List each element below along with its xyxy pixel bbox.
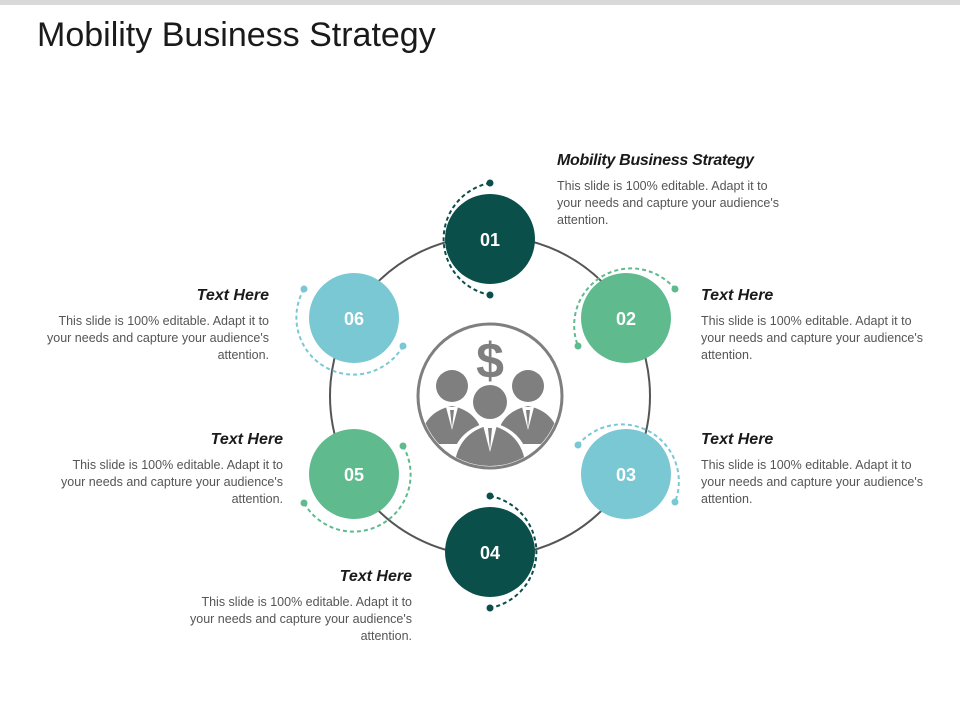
step-body-04: This slide is 100% editable. Adapt it to… (190, 595, 412, 643)
step-circle-05: 05 (309, 429, 399, 519)
step-circle-02: 02 (581, 273, 671, 363)
step-body-05: This slide is 100% editable. Adapt it to… (61, 458, 283, 506)
step-text-02: Text Here This slide is 100% editable. A… (701, 287, 926, 364)
dashed-arc-02 (573, 267, 679, 350)
dashed-arc-03 (574, 423, 680, 506)
step-heading-03: Text Here (701, 431, 774, 448)
step-circle-03: 03 (581, 429, 671, 519)
dashed-arc-06 (295, 285, 407, 376)
step-heading-02: Text Here (701, 287, 774, 304)
step-text-06: Text Here This slide is 100% editable. A… (33, 287, 269, 364)
step-number-02: 02 (616, 309, 636, 329)
step-number-04: 04 (480, 543, 500, 563)
step-circle-04: 04 (445, 507, 535, 597)
step-heading-06: Text Here (196, 287, 269, 304)
step-circle-01: 01 (445, 194, 535, 284)
step-number-03: 03 (616, 465, 636, 485)
step-number-05: 05 (344, 465, 364, 485)
step-body-06: This slide is 100% editable. Adapt it to… (47, 314, 269, 362)
step-body-02: This slide is 100% editable. Adapt it to… (701, 314, 923, 362)
dollar-sign-icon: $ (476, 333, 504, 389)
dashed-arc-01 (442, 179, 494, 299)
top-accent-bar (0, 0, 960, 5)
step-text-05: Text Here This slide is 100% editable. A… (55, 431, 283, 508)
step-number-06: 06 (344, 309, 364, 329)
step-circle-06: 06 (309, 273, 399, 363)
step-text-01: Mobility Business Strategy This slide is… (557, 152, 797, 229)
step-number-01: 01 (480, 230, 500, 250)
step-heading-01: Mobility Business Strategy (557, 152, 754, 169)
step-body-03: This slide is 100% editable. Adapt it to… (701, 458, 923, 506)
slide-title: Mobility Business Strategy (37, 16, 436, 54)
step-body-01: This slide is 100% editable. Adapt it to… (557, 179, 779, 227)
step-heading-05: Text Here (210, 431, 283, 448)
dashed-arc-04 (486, 492, 538, 612)
step-heading-04: Text Here (339, 568, 412, 585)
business-people-dollar-icon: $ (416, 322, 564, 470)
dashed-arc-05 (300, 442, 412, 533)
step-text-03: Text Here This slide is 100% editable. A… (701, 431, 926, 508)
step-text-04: Text Here This slide is 100% editable. A… (183, 568, 412, 645)
